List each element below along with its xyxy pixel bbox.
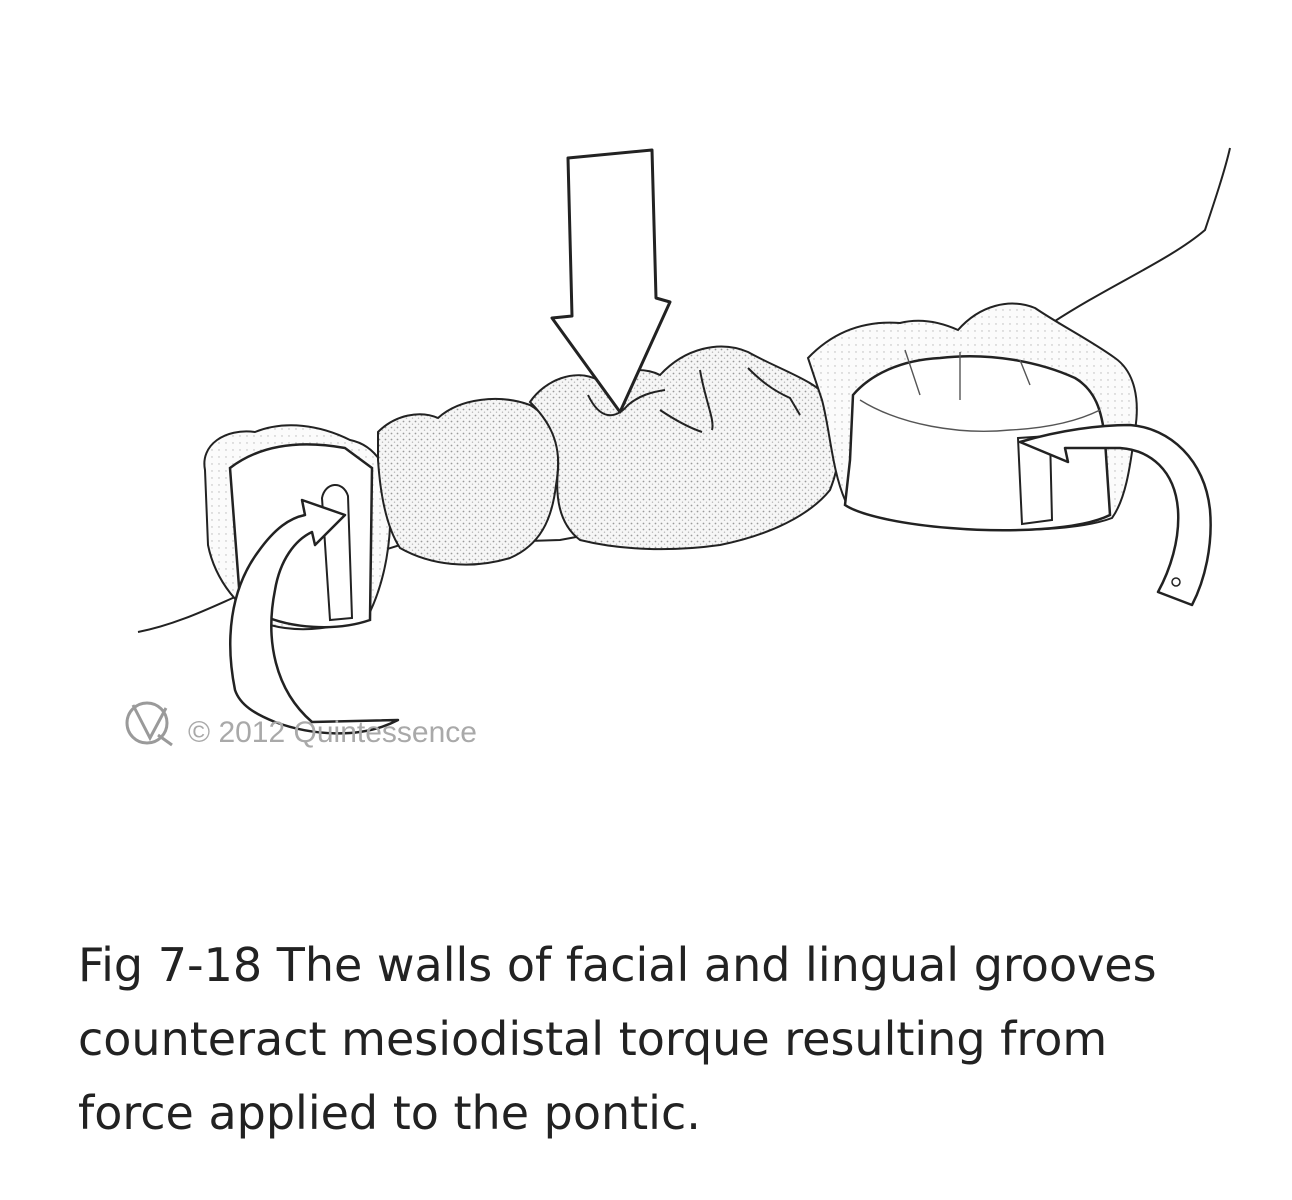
caption-line-1: Fig 7-18 The walls of facial and lingual…	[78, 938, 1157, 992]
quintessence-logo	[125, 701, 173, 747]
left-torque-arrow	[229, 498, 400, 735]
pontic-fissures	[587, 367, 801, 433]
figure-caption: Fig 7-18 The walls of facial and lingual…	[78, 928, 1278, 1150]
premolar-pontic	[377, 397, 560, 566]
caption-line-3: force applied to the pontic.	[78, 1086, 701, 1140]
right-occlusal-lines	[859, 349, 1101, 432]
molar-pontic	[528, 345, 841, 551]
right-torque-arrow	[1018, 423, 1212, 607]
copyright-watermark: © 2012 Quintessence	[188, 716, 477, 749]
force-arrow	[550, 148, 672, 414]
caption-line-2: counteract mesiodistal torque resulting …	[78, 1012, 1108, 1066]
